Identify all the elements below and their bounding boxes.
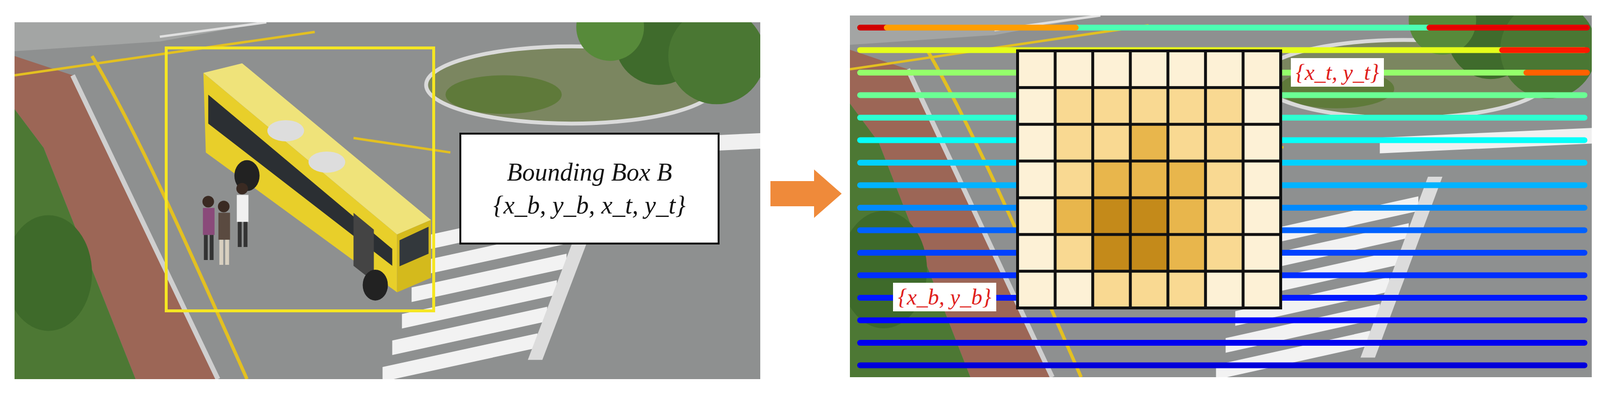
- grid-cell: [1094, 89, 1130, 124]
- grid-cell: [1056, 162, 1092, 197]
- grid-cell: [1244, 272, 1280, 307]
- scanline: [860, 362, 1585, 369]
- coordinate-label: {x_t, y_t}: [1290, 58, 1384, 87]
- grid-cell: [1169, 272, 1205, 307]
- grid-cell: [1131, 199, 1167, 234]
- grid-cell: [1056, 52, 1092, 87]
- grid-cell: [1094, 162, 1130, 197]
- grid-cell: [1244, 89, 1280, 124]
- box-coordinates: {x_b, y_b, x_t, y_t}: [493, 188, 686, 222]
- grid-cell: [1244, 52, 1280, 87]
- scanline-segment: [886, 24, 1076, 31]
- grid-cell: [1244, 199, 1280, 234]
- grid-cell: [1207, 89, 1242, 124]
- photo-left: [4, 0, 766, 382]
- grid-cell: [1019, 89, 1054, 124]
- grid-cell: [1056, 125, 1092, 160]
- grid-cell: [1244, 235, 1280, 270]
- grid-frame: [1016, 49, 1283, 310]
- grid-cell: [1019, 235, 1054, 270]
- scanline: [860, 317, 1585, 324]
- coordinate-label: {x_b, y_b}: [893, 282, 997, 312]
- grid-cell: [1131, 89, 1167, 124]
- grid-cell: [1094, 125, 1130, 160]
- scanlines: [860, 27, 1587, 366]
- grid-cell: [1169, 235, 1205, 270]
- box-title: Bounding Box B: [506, 156, 673, 189]
- grid-cell: [1094, 199, 1130, 234]
- grid-cell: [1169, 125, 1205, 160]
- scanline-segment: [1429, 24, 1587, 31]
- grid-cell: [1056, 272, 1092, 307]
- grid-cell: [1131, 162, 1167, 197]
- grid: [1016, 49, 1283, 310]
- grid-cell: [1207, 199, 1242, 234]
- grid-cell: [1019, 125, 1054, 160]
- scanline-segment: [1502, 47, 1587, 54]
- grid-cell: [1207, 52, 1242, 87]
- grid-cell: [1244, 125, 1280, 160]
- grid-cell: [1131, 235, 1167, 270]
- grid-cell: [1094, 272, 1130, 307]
- grid-cell: [1019, 272, 1054, 307]
- grid-cell: [1094, 52, 1130, 87]
- scanline-segment: [860, 24, 887, 31]
- text-box: Bounding Box B{x_b, y_b, x_t, y_t}: [459, 132, 720, 245]
- grid-cell: [1169, 162, 1205, 197]
- grid-cell: [1056, 199, 1092, 234]
- photo-right: [840, 0, 1597, 380]
- grid-cell: [1169, 89, 1205, 124]
- grid-cell: [1056, 235, 1092, 270]
- grid-cell: [1207, 235, 1242, 270]
- grid-cell: [1207, 125, 1242, 160]
- grid-cell: [1169, 199, 1205, 234]
- grid-cell: [1019, 199, 1054, 234]
- grid-cell: [1019, 162, 1054, 197]
- grid-cell: [1131, 52, 1167, 87]
- grid-cell: [1207, 272, 1242, 307]
- grid-cell: [1019, 52, 1054, 87]
- grid-cell: [1244, 162, 1280, 197]
- arrow: [770, 169, 842, 219]
- grid-cell: [1207, 162, 1242, 197]
- grid-cell: [1094, 235, 1130, 270]
- grid-cell: [1169, 52, 1205, 87]
- scanline-segment: [1526, 69, 1587, 76]
- bounding-box: [166, 47, 434, 312]
- grid-cell: [1131, 272, 1167, 307]
- grid-cell: [1056, 89, 1092, 124]
- grid-cell: [1131, 125, 1167, 160]
- scanline: [860, 340, 1585, 346]
